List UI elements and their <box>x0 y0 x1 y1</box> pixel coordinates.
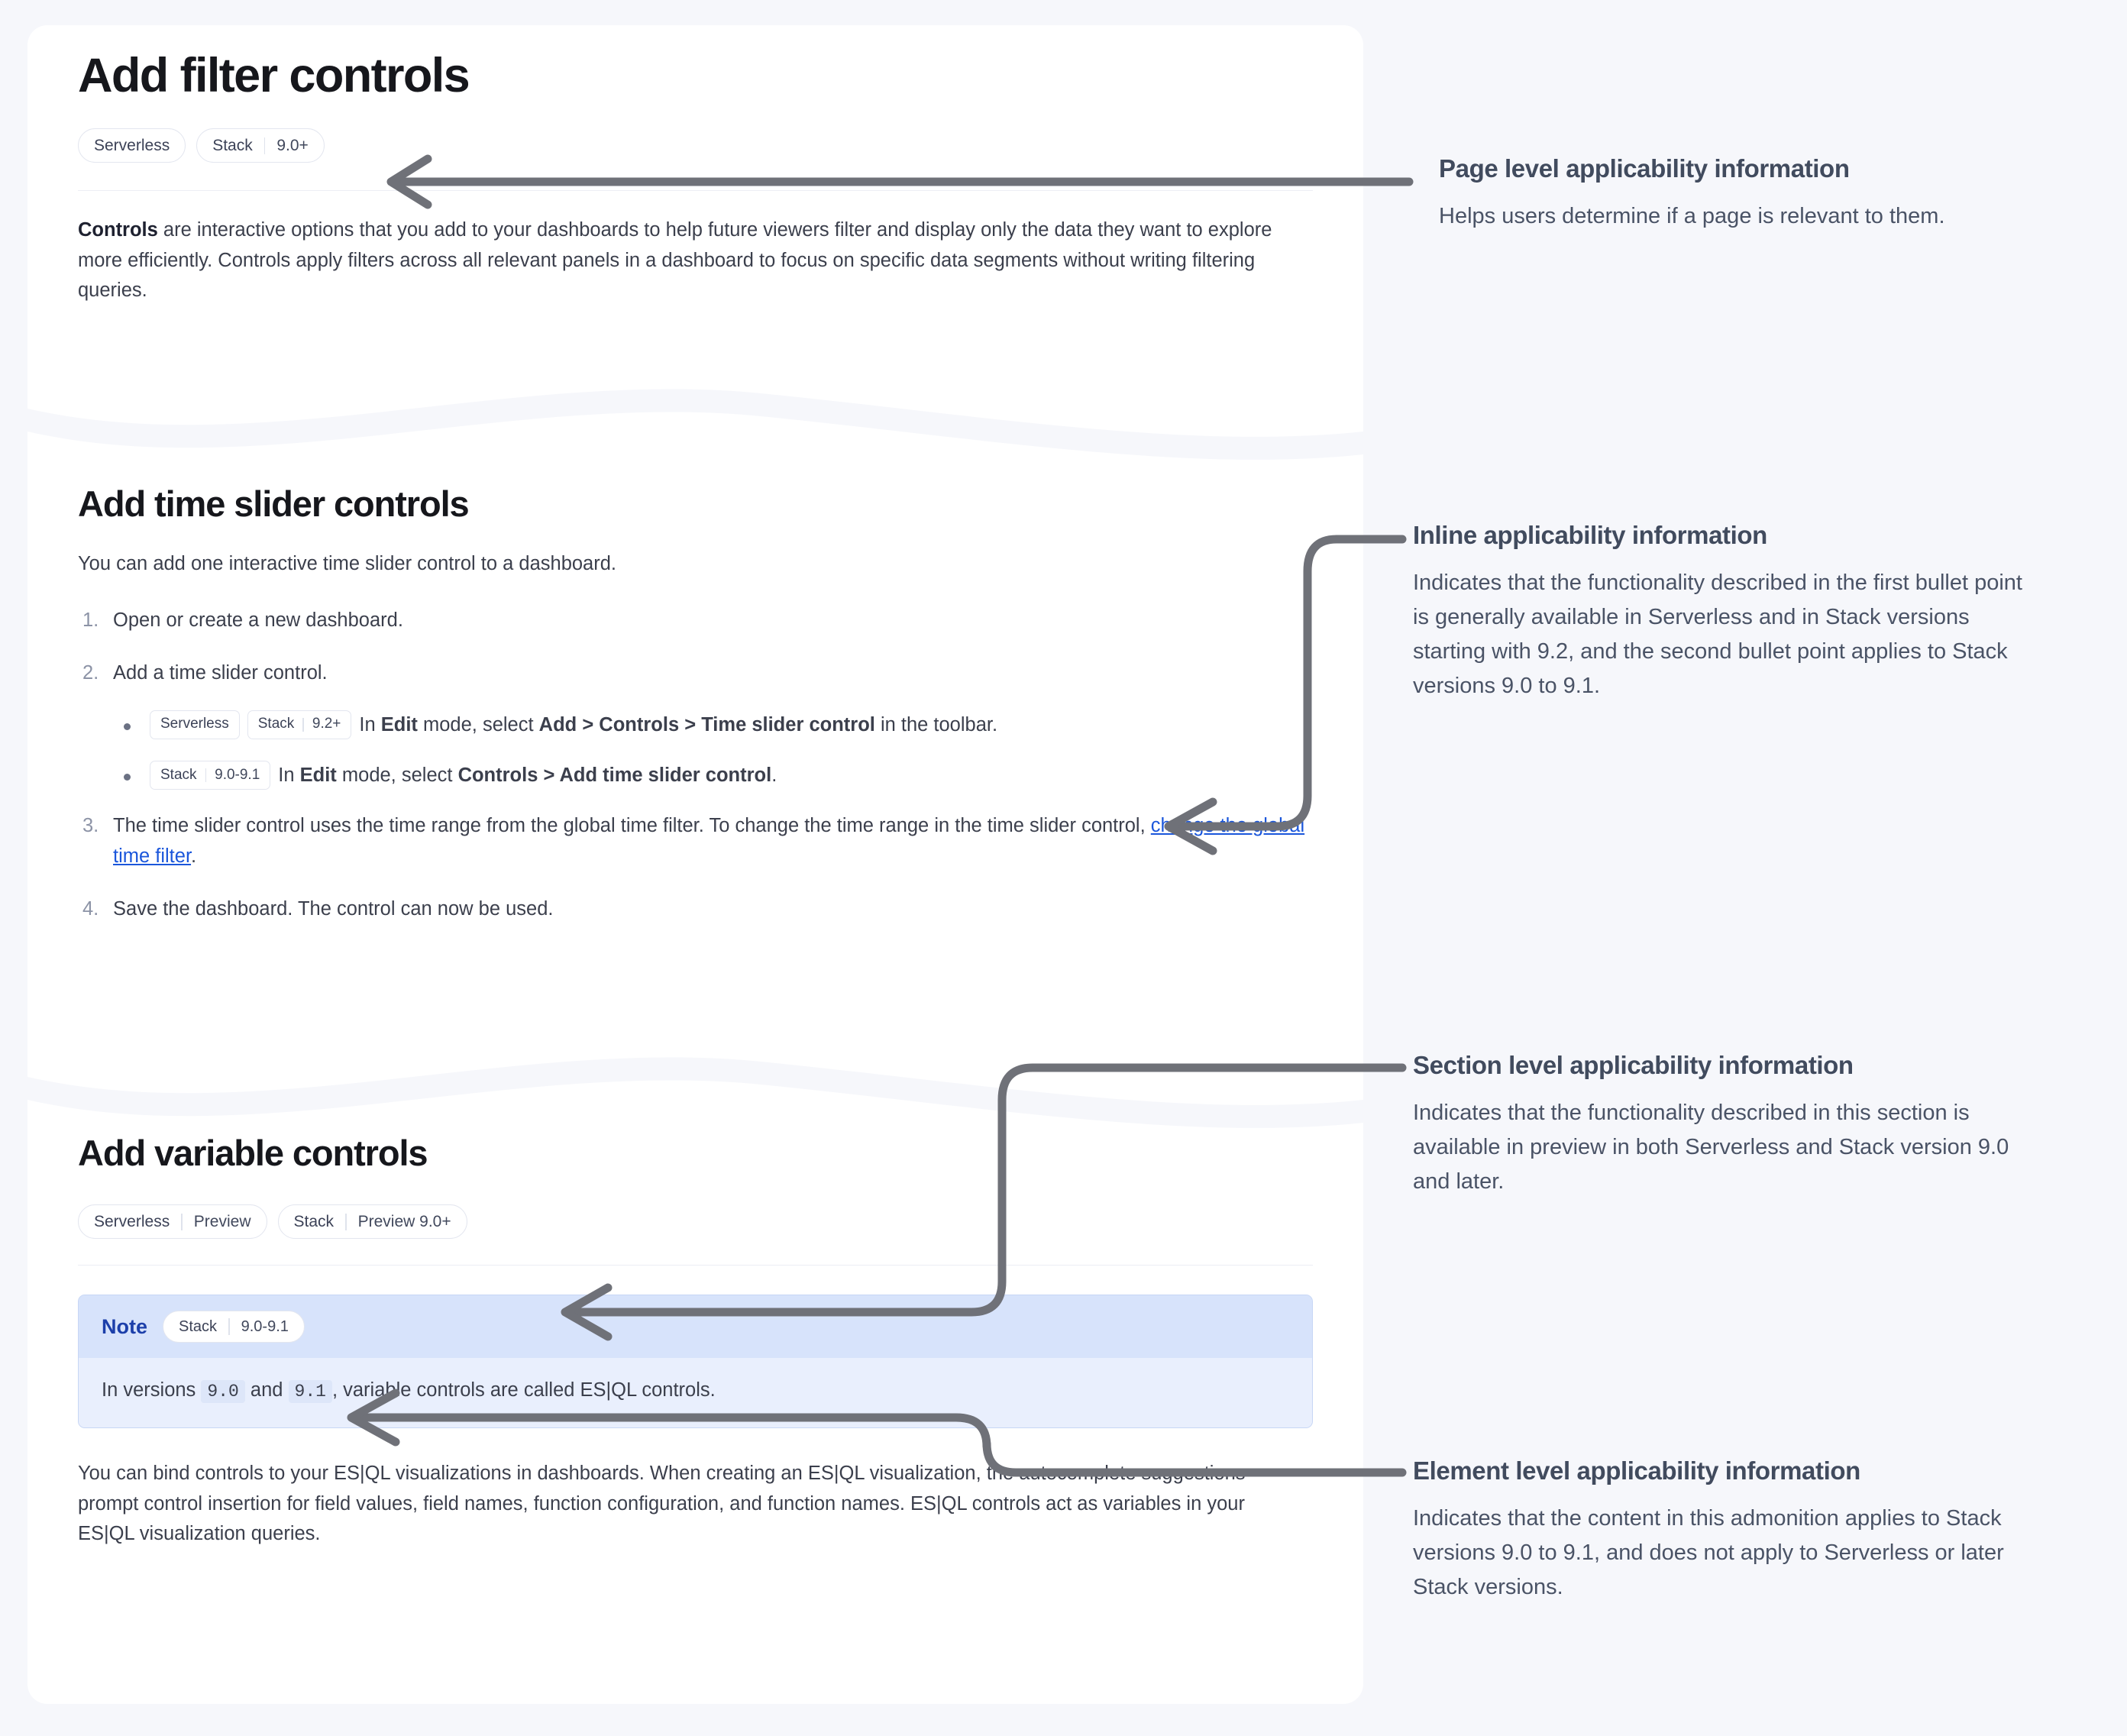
note-text-b: and <box>244 1379 289 1401</box>
annotation-title: Element level applicability information <box>1413 1456 1860 1485</box>
badge-name: Serverless <box>160 716 229 732</box>
badge-name: Stack <box>257 716 295 732</box>
annotation-title: Page level applicability information <box>1439 154 1850 183</box>
badge-version: Preview <box>193 1212 251 1230</box>
page-title: Add filter controls <box>78 49 470 102</box>
step-number: 2. <box>82 662 99 684</box>
step-text-b: . <box>191 845 197 867</box>
step-text: Add a time slider control. <box>113 662 328 684</box>
badge-name: Serverless <box>94 1212 170 1230</box>
badge-name: Stack <box>293 1212 335 1230</box>
annotation-page-level: Page level applicability information Hel… <box>1439 153 2050 234</box>
annotation-title: Inline applicability information <box>1413 521 1767 549</box>
badge-divider <box>302 717 304 732</box>
badge-stack-inline[interactable]: Stack 9.0-9.1 <box>150 760 271 790</box>
badge-stack-note[interactable]: Stack 9.0-9.1 <box>163 1311 305 1343</box>
txt-bold: Edit <box>380 713 418 735</box>
badge-stack[interactable]: Stack 9.0+ <box>196 128 325 163</box>
code-version-91: 9.1 <box>288 1380 332 1404</box>
note-header: Note Stack 9.0-9.1 <box>79 1295 1312 1359</box>
intro-rest: are interactive options that you add to … <box>78 219 1272 302</box>
txt-bold: Add > Controls > Time slider control <box>538 713 875 735</box>
badge-name: Stack <box>212 136 253 154</box>
badge-name: Stack <box>179 1317 218 1335</box>
step-number: 3. <box>82 815 99 837</box>
note-text-c: , variable controls are called ES|QL con… <box>331 1379 716 1401</box>
badge-version: 9.2+ <box>312 716 341 732</box>
annotation-body: Indicates that the functionality describ… <box>1413 571 2022 699</box>
section-applicability-badges: Serverless Preview Stack Preview 9.0+ <box>78 1204 1313 1240</box>
note-text-a: In versions <box>102 1379 202 1401</box>
badge-divider <box>205 768 207 782</box>
note-body: In versions 9.0 and 9.1, variable contro… <box>79 1358 1312 1428</box>
txt: In <box>278 764 300 786</box>
badge-version: 9.0+ <box>276 136 309 154</box>
section-title-variable: Add variable controls <box>78 1133 428 1173</box>
annotation-element-level: Element level applicability information … <box>1413 1455 2024 1605</box>
annotation-inline: Inline applicability information Indicat… <box>1413 519 2024 703</box>
badge-divider <box>181 1213 183 1230</box>
step-1: 1. Open or create a new dashboard. <box>78 606 1313 636</box>
header-divider <box>78 190 1313 192</box>
badge-serverless[interactable]: Serverless <box>78 128 186 163</box>
step-4: 4. Save the dashboard. The control can n… <box>78 894 1313 925</box>
badge-divider <box>345 1213 347 1230</box>
annotation-title: Section level applicability information <box>1413 1051 1854 1079</box>
bullet-text: In Edit mode, select Add > Controls > Ti… <box>359 710 997 739</box>
step-number: 4. <box>82 898 99 920</box>
section-title-time-slider: Add time slider controls <box>78 483 470 524</box>
time-slider-steps: 1. Open or create a new dashboard. 2. Ad… <box>78 606 1313 925</box>
badge-name: Stack <box>160 766 197 783</box>
note-label: Note <box>102 1314 147 1338</box>
badge-serverless-inline[interactable]: Serverless <box>150 710 240 739</box>
annotation-body: Indicates that the content in this admon… <box>1413 1506 2004 1600</box>
badge-divider <box>228 1318 230 1336</box>
step-2: 2. Add a time slider control. Serverless… <box>78 658 1313 790</box>
step-text: Save the dashboard. The control can now … <box>113 898 554 920</box>
txt-bold: Edit <box>299 764 337 786</box>
badge-version: Preview 9.0+ <box>357 1212 451 1230</box>
time-slider-bullets: Serverless Stack 9.2+ In Edit mode, sele… <box>113 710 1313 790</box>
bullet-text: In Edit mode, select Controls > Add time… <box>278 761 777 790</box>
annotation-section-level: Section level applicability information … <box>1413 1049 2024 1199</box>
bullet-2: Stack 9.0-9.1 In Edit mode, select Contr… <box>113 760 1313 790</box>
wave-divider-2 <box>27 1057 1363 1129</box>
documentation-card: Add filter controls Serverless Stack 9.0… <box>27 25 1363 1704</box>
txt-bold: Controls > Add time slider control <box>457 764 772 786</box>
intro-lead: Controls <box>78 219 158 241</box>
section-variable-controls: Add variable controls Serverless Preview… <box>27 1133 1363 1550</box>
step-3: 3. The time slider control uses the time… <box>78 811 1308 871</box>
bullet-1: Serverless Stack 9.2+ In Edit mode, sele… <box>113 710 1313 739</box>
badge-stack-inline[interactable]: Stack 9.2+ <box>247 710 352 739</box>
wave-divider-1 <box>27 389 1363 468</box>
annotation-body: Helps users determine if a page is relev… <box>1439 204 1945 229</box>
bullet-dot-icon <box>124 773 131 781</box>
section-page-header: Add filter controls Serverless Stack 9.0… <box>27 25 1363 422</box>
section-divider <box>78 1265 1313 1266</box>
annotation-body: Indicates that the functionality describ… <box>1413 1101 2009 1195</box>
txt: mode, select <box>336 764 458 786</box>
step-number: 1. <box>82 609 99 631</box>
txt: in the toolbar. <box>874 713 998 735</box>
badge-stack-preview[interactable]: Stack Preview 9.0+ <box>277 1204 467 1240</box>
time-slider-intro: You can add one interactive time slider … <box>78 553 616 575</box>
txt: . <box>771 764 777 786</box>
txt: In <box>359 713 381 735</box>
badge-divider <box>263 137 266 154</box>
intro-paragraph: Controls are interactive options that yo… <box>78 215 1285 306</box>
bullet-dot-icon <box>124 723 131 730</box>
section-time-slider: Add time slider controls You can add one… <box>27 483 1363 1064</box>
step-text-a: The time slider control uses the time ra… <box>113 815 1151 837</box>
code-version-90: 9.0 <box>201 1380 245 1404</box>
badge-name: Serverless <box>94 136 170 154</box>
badge-version: 9.0-9.1 <box>241 1317 289 1335</box>
step-text: Open or create a new dashboard. <box>113 609 403 631</box>
txt: mode, select <box>417 713 539 735</box>
badge-serverless-preview[interactable]: Serverless Preview <box>78 1204 267 1240</box>
page-applicability-badges: Serverless Stack 9.0+ <box>78 128 1313 163</box>
variable-controls-paragraph: You can bind controls to your ES|QL visu… <box>78 1463 1246 1545</box>
note-admonition: Note Stack 9.0-9.1 In versions 9.0 and 9… <box>78 1295 1313 1429</box>
badge-version: 9.0-9.1 <box>215 766 260 783</box>
